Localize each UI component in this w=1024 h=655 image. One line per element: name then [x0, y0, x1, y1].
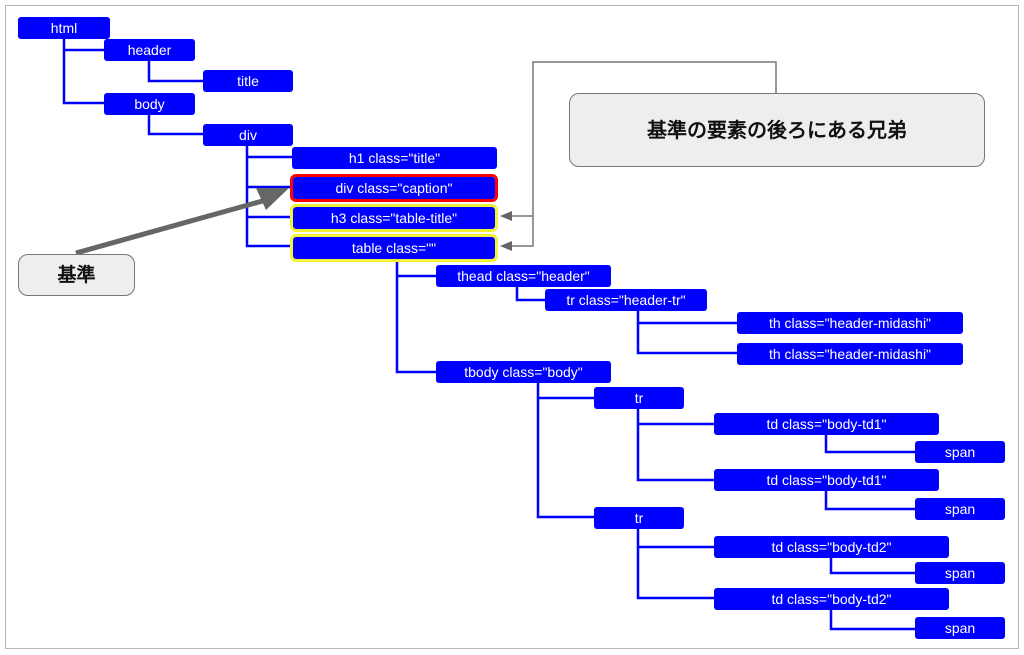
- callout-following-siblings: 基準の要素の後ろにある兄弟: [569, 93, 985, 167]
- node-div-caption-base: div class="caption": [290, 174, 498, 202]
- connector-tbody: [536, 383, 594, 519]
- connector-tr2: [636, 528, 714, 600]
- node-h3-table-title-sibling: h3 class="table-title": [290, 204, 498, 232]
- connector-td1b: [824, 491, 915, 511]
- connector-html: [62, 38, 104, 105]
- node-html: html: [18, 17, 110, 39]
- node-h1-title: h1 class="title": [292, 147, 497, 169]
- connector-body: [147, 114, 203, 136]
- callout-base: 基準: [18, 254, 135, 296]
- node-thead: thead class="header": [436, 265, 611, 287]
- node-span-1b: span: [915, 498, 1005, 520]
- node-span-1a: span: [915, 441, 1005, 463]
- node-span-2b: span: [915, 617, 1005, 639]
- node-td2-a: td class="body-td2": [714, 536, 949, 558]
- node-th-2: th class="header-midashi": [737, 343, 963, 365]
- connector-td1a: [824, 435, 915, 454]
- node-tr-1: tr: [594, 387, 684, 409]
- base-pointer-line: [75, 197, 267, 256]
- connector-header: [147, 61, 203, 83]
- connector-td2b: [829, 609, 915, 631]
- connector-td2a: [829, 558, 915, 575]
- node-td1-a: td class="body-td1": [714, 413, 939, 435]
- node-tbody: tbody class="body": [436, 361, 611, 383]
- connector-div: [245, 145, 292, 248]
- diagram-frame: [5, 5, 1019, 649]
- tree-lines: [62, 38, 915, 631]
- node-tr-header: tr class="header-tr": [545, 289, 707, 311]
- node-th-1: th class="header-midashi": [737, 312, 963, 334]
- arrowhead-table: [500, 241, 512, 251]
- node-body: body: [104, 93, 195, 115]
- connector-table: [395, 258, 436, 374]
- connector-thead: [515, 287, 545, 302]
- node-td1-b: td class="body-td1": [714, 469, 939, 491]
- node-tr-2: tr: [594, 507, 684, 529]
- arrowhead-h3: [500, 211, 512, 221]
- connector-tr1: [636, 409, 714, 482]
- node-span-2a: span: [915, 562, 1005, 584]
- node-header: header: [104, 39, 195, 61]
- node-table-sibling: table class="": [290, 234, 498, 262]
- base-pointer-arrowhead: [256, 188, 289, 210]
- sibling-callout-lines: [510, 61, 777, 247]
- connector-tr-header: [636, 311, 737, 355]
- node-title: title: [203, 70, 293, 92]
- node-div: div: [203, 124, 293, 146]
- node-td2-b: td class="body-td2": [714, 588, 949, 610]
